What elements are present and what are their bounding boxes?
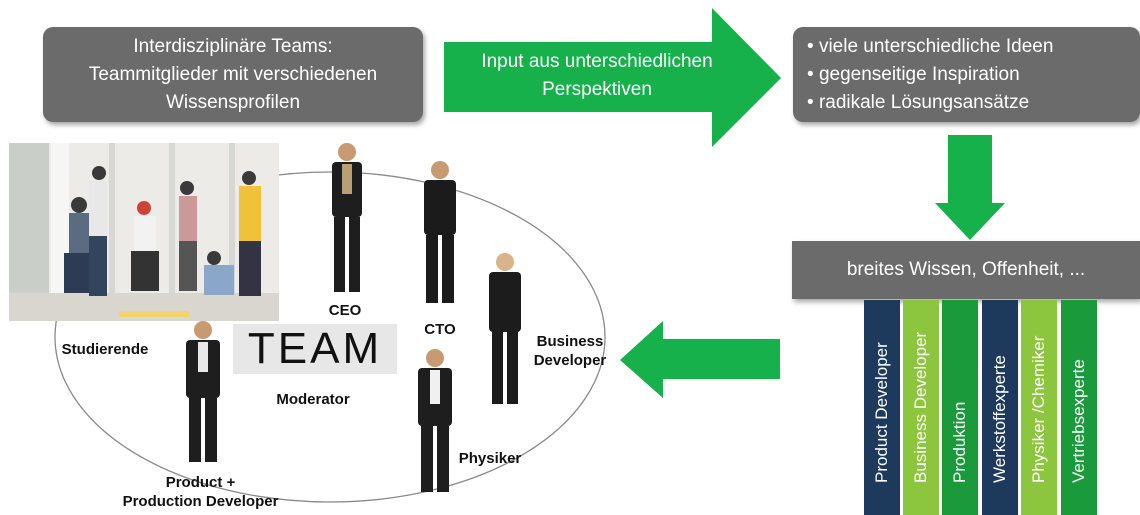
physiker-figure — [418, 349, 452, 492]
role-business-developer: Business Developer — [520, 332, 620, 370]
left-arrow — [620, 321, 780, 398]
pillar: Vertriebsexperte — [1061, 300, 1097, 515]
input-arrow-line1: Input aus unterschiedlichen — [481, 51, 713, 72]
students-illustration — [9, 143, 279, 321]
pillar: Werkstoffexperte — [982, 300, 1018, 515]
team-ellipse — [54, 171, 606, 503]
role-product-line2: Production Developer — [122, 493, 279, 510]
input-arrow-label: Input aus unterschiedlichen Perspektiven — [447, 48, 747, 104]
ideas-item: radikale Lösungsansätze — [807, 89, 1140, 117]
ideas-item: gegenseitige Inspiration — [807, 61, 1140, 89]
role-product-production-developer: Product + Production Developer — [98, 473, 303, 511]
down-arrow — [935, 135, 1005, 240]
team-logo: TEAM — [233, 324, 397, 374]
ideas-item: viele unterschiedliche Ideen — [807, 33, 1140, 61]
pillar-label: Vertriebsexperte — [1069, 359, 1088, 483]
role-moderator: Moderator — [276, 391, 350, 408]
ideas-box: viele unterschiedliche Ideen gegenseitig… — [793, 27, 1140, 122]
wissen-box: breites Wissen, Offenheit, ... — [792, 241, 1140, 299]
role-business-line2: Developer — [533, 352, 607, 369]
role-studierende: Studierende — [61, 341, 149, 358]
cto-figure — [424, 161, 456, 303]
input-arrow — [444, 8, 781, 147]
role-product-line1: Product + — [165, 474, 236, 491]
role-business-line1: Business — [536, 333, 604, 350]
team-box-line3: Wissensprofilen — [165, 91, 301, 113]
wissen-label: breites Wissen, Offenheit, ... — [846, 259, 1086, 280]
role-physiker: Physiker — [458, 450, 522, 467]
pillar-label: Physiker /Chemiker — [1029, 335, 1048, 483]
business-developer-figure — [489, 253, 521, 404]
role-cto: CTO — [424, 321, 456, 338]
pillar-label: Werkstoffexperte — [990, 355, 1009, 483]
pillar-label: Business Developer — [911, 331, 930, 483]
pillar-label: Product Developer — [872, 342, 891, 483]
product-developer-figure — [186, 321, 220, 462]
pillar: Business Developer — [903, 300, 939, 515]
input-arrow-line2: Perspektiven — [542, 79, 652, 100]
ceo-figure — [332, 143, 362, 292]
pillar: Product Developer — [864, 300, 900, 515]
pillar: Produktion — [942, 300, 978, 515]
team-box-line2: Teammitglieder mit verschiedenen — [88, 63, 378, 85]
role-ceo: CEO — [328, 302, 362, 319]
students-photo — [9, 143, 279, 321]
pillar: Physiker /Chemiker — [1021, 300, 1057, 515]
team-box-line1: Interdisziplinäre Teams: — [133, 35, 333, 57]
team-box: Interdisziplinäre Teams: Teammitglieder … — [43, 27, 423, 122]
pillar-label: Produktion — [950, 401, 969, 483]
